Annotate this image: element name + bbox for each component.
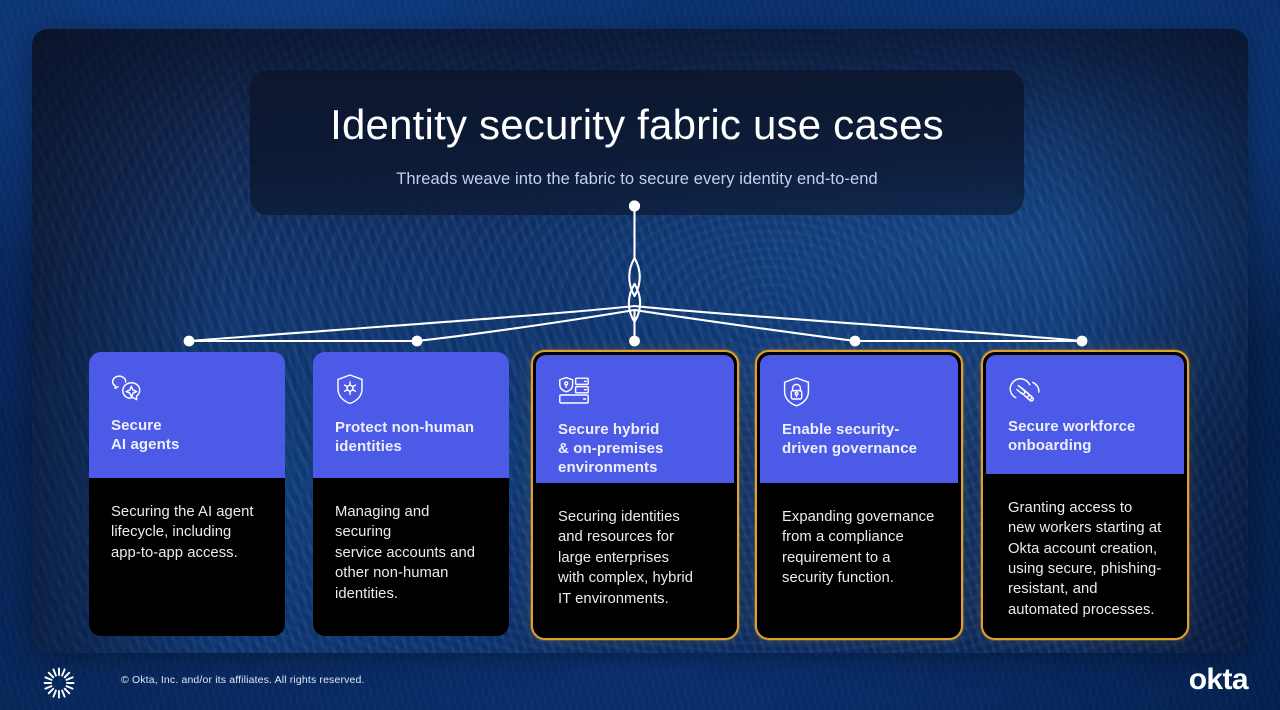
use-case-card-secure-ai-agents[interactable]: Secure AI agents Securing the AI agent l… xyxy=(89,352,285,636)
copyright-text: © Okta, Inc. and/or its affiliates. All … xyxy=(121,674,365,686)
card-title: Enable security- driven governance xyxy=(782,421,918,457)
card-description: Securing identities and resources for la… xyxy=(558,509,694,607)
use-case-card-secure-workforce-onboarding[interactable]: Secure workforce onboarding Granting acc… xyxy=(981,350,1189,640)
card-description: Expanding governance from a compliance r… xyxy=(782,509,935,587)
card-description: Securing the AI agent lifecycle, includi… xyxy=(111,504,254,561)
shield-nodes-icon xyxy=(337,374,363,405)
page-title: Identity security fabric use cases xyxy=(330,101,944,148)
header-panel: Identity security fabric use cases Threa… xyxy=(250,70,1024,215)
server-shield-lock-icon xyxy=(559,376,589,404)
card-title: Protect non-human identities xyxy=(335,419,475,455)
okta-wordmark: okta xyxy=(1188,663,1249,696)
card-title: Secure AI agents xyxy=(111,417,180,453)
use-case-card-protect-non-human-identities[interactable]: Protect non-human identities Managing an… xyxy=(313,352,509,636)
use-case-card-enable-security-driven-governance[interactable]: Enable security- driven governance Expan… xyxy=(755,350,963,640)
page-subtitle: Threads weave into the fabric to secure … xyxy=(396,170,878,188)
use-case-card-secure-hybrid-on-premises[interactable]: Secure hybrid & on-premises environments… xyxy=(531,350,739,640)
handshake-icon xyxy=(1009,377,1040,402)
card-description: Granting access to new workers starting … xyxy=(1008,499,1162,618)
card-title: Secure hybrid & on-premises environments xyxy=(558,421,664,476)
card-title: Secure workforce onboarding xyxy=(1008,418,1136,454)
shield-lock-icon xyxy=(783,377,810,407)
card-description: Managing and securing service accounts a… xyxy=(335,504,476,602)
ai-chat-sparkle-icon xyxy=(111,375,141,401)
okta-starburst-icon xyxy=(43,667,75,699)
